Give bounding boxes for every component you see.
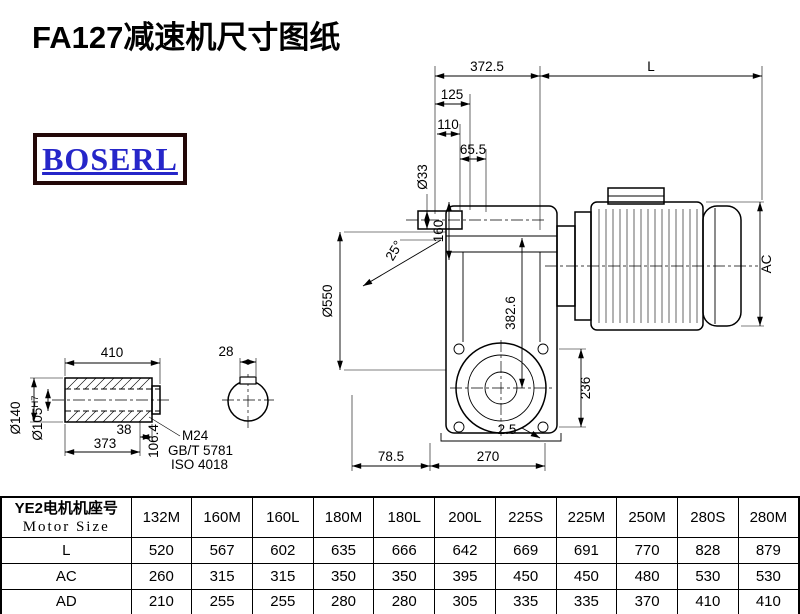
dim-110: 110 [437,117,459,132]
dim-160: 160 [431,220,446,243]
dim-2-5: 2.5 [498,422,517,437]
shaft-detail-view: 410 Ø140 Ø105H7 38 373 106.4 M24 GB/T 57… [8,345,233,472]
cell-AC-225S: 450 [494,562,557,590]
column-header-280M: 280M [737,496,800,538]
cell-AC-132M: 260 [130,562,193,590]
cell-L-160L: 602 [251,536,314,564]
dim-382-6: 382.6 [503,296,518,330]
table-header-row: YE2电机机座号 Motor Size 132M 160M 160L 180M … [0,496,800,538]
dim-106-4: 106.4 [146,424,161,458]
dim-angle-25: 25° [382,238,405,263]
row-label-AD: AD [0,588,132,614]
cell-AD-180M: 280 [312,588,375,614]
cell-AD-225M: 335 [555,588,618,614]
column-header-180L: 180L [373,496,436,538]
dim-38: 38 [116,422,131,437]
dim-236: 236 [578,377,593,400]
dim-bore-inner: Ø105H7 [30,395,45,440]
cell-AD-280M: 410 [737,588,800,614]
bore-section-view: 28 [218,344,274,428]
main-view [406,187,758,442]
motor-size-header: YE2电机机座号 Motor Size [0,496,132,538]
table-row-AC: AC 260 315 315 350 350 395 450 450 480 5… [0,562,800,590]
boserl-logo: BOSERL [33,133,187,185]
dim-410: 410 [101,345,124,360]
column-header-180M: 180M [312,496,375,538]
column-header-250M: 250M [616,496,678,538]
cell-L-200L: 642 [434,536,496,564]
cell-AD-132M: 210 [130,588,193,614]
row-label-L: L [0,536,132,564]
dim-key-width-28: 28 [218,344,233,359]
cell-AC-200L: 395 [434,562,496,590]
cell-AD-160L: 255 [251,588,314,614]
dimension-annotations: 372.5 L 125 110 65.5 Ø33 160 25° [320,59,774,471]
cell-AC-225M: 450 [555,562,618,590]
dim-78-5: 78.5 [378,449,404,464]
motor-dimension-table: YE2电机机座号 Motor Size 132M 160M 160L 180M … [0,496,800,614]
cell-AD-180L: 280 [373,588,436,614]
note-m24: M24 [182,428,209,443]
cell-L-280M: 879 [737,536,800,564]
dim-AC: AC [759,254,774,273]
cell-L-160M: 567 [191,536,253,564]
table-row-L: L 520 567 602 635 666 642 669 691 770 82… [0,536,800,564]
cell-AD-225S: 335 [494,588,557,614]
dim-372-5: 372.5 [470,59,504,74]
cell-AD-200L: 305 [434,588,496,614]
dim-270: 270 [477,449,500,464]
table-row-AD: AD 210 255 255 280 280 305 335 335 370 4… [0,588,800,614]
motor-size-header-en: Motor Size [22,518,110,535]
cell-L-225S: 669 [494,536,557,564]
cell-L-280S: 828 [676,536,739,564]
technical-drawing: 372.5 L 125 110 65.5 Ø33 160 25° [8,59,774,472]
dim-125: 125 [441,87,464,102]
cell-L-225M: 691 [555,536,618,564]
page-title: FA127减速机尺寸图纸 [32,20,341,55]
motor-size-header-cn: YE2电机机座号 [14,499,118,517]
cell-AD-160M: 255 [191,588,253,614]
cell-L-250M: 770 [616,536,678,564]
row-label-AC: AC [0,562,132,590]
column-header-160M: 160M [191,496,253,538]
note-gb-5781: GB/T 5781 [168,443,233,458]
cell-L-180M: 635 [312,536,375,564]
cell-AC-180L: 350 [373,562,436,590]
cell-AC-160L: 315 [251,562,314,590]
dim-65-5: 65.5 [460,142,486,157]
dim-case-dia: Ø550 [320,284,335,317]
column-header-132M: 132M [130,496,193,538]
column-header-280S: 280S [676,496,739,538]
note-iso-4018: ISO 4018 [171,457,228,472]
cell-L-132M: 520 [130,536,193,564]
cell-AD-280S: 410 [676,588,739,614]
cell-AD-250M: 370 [616,588,678,614]
column-header-200L: 200L [434,496,496,538]
cell-AC-250M: 480 [616,562,678,590]
cell-AC-280S: 530 [676,562,739,590]
column-header-225M: 225M [555,496,618,538]
dim-L: L [647,59,655,74]
column-header-160L: 160L [251,496,314,538]
column-header-225S: 225S [494,496,557,538]
dim-bore-outer: Ø140 [8,401,23,434]
dim-373: 373 [94,436,117,451]
boserl-logo-text: BOSERL [42,140,178,177]
dim-shaft-dia: Ø33 [415,164,430,190]
cell-AC-180M: 350 [312,562,375,590]
cell-L-180L: 666 [373,536,436,564]
cell-AC-280M: 530 [737,562,800,590]
cell-AC-160M: 315 [191,562,253,590]
